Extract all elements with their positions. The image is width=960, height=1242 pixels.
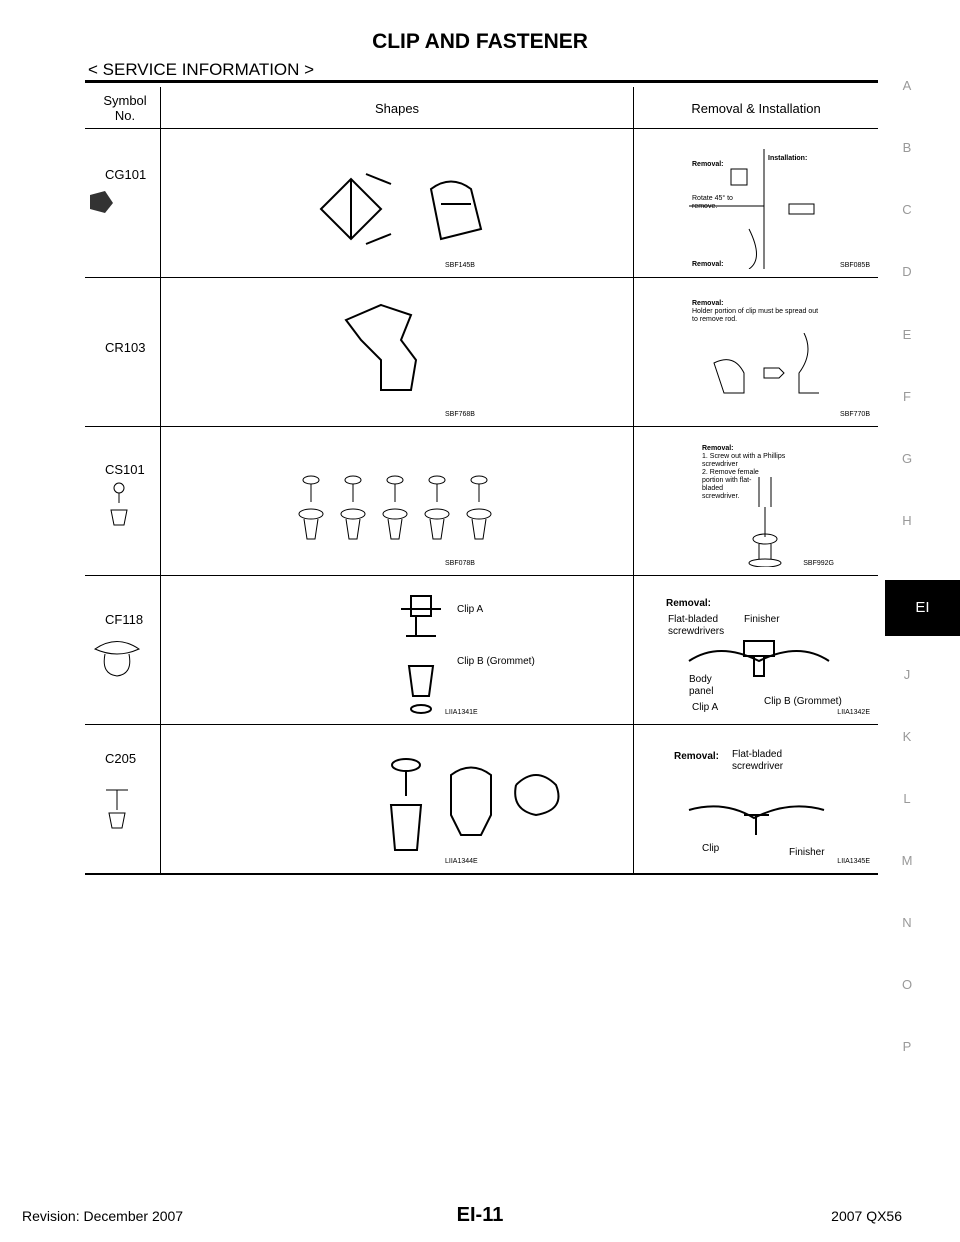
symbol-no: C205 — [105, 751, 137, 766]
index-ei-active[interactable]: EI — [885, 580, 960, 636]
col-shapes: Shapes — [160, 87, 634, 129]
removal-illustration — [713, 333, 819, 394]
index-j[interactable]: J — [903, 667, 911, 682]
table-row: CG101 SBF145B Removal: Installation: Rot… — [85, 128, 878, 278]
figure-code: SBF992G — [803, 560, 834, 567]
removal-illustration — [689, 149, 815, 269]
model-name: 2007 QX56 — [831, 1208, 902, 1224]
figure-code: SBF145B — [445, 262, 475, 269]
index-e[interactable]: E — [902, 327, 912, 342]
table-row: CF118 Clip A Clip B (Grommet) LIIA1341E … — [85, 575, 878, 725]
symbol-no: CS101 — [105, 462, 145, 477]
index-h[interactable]: H — [902, 513, 912, 528]
figure-code: LIIA1341E — [445, 709, 478, 716]
screw-clip-icon — [110, 482, 128, 526]
col-removal: Removal & Installation — [633, 87, 878, 129]
index-l[interactable]: L — [903, 791, 911, 806]
clip-icon — [90, 191, 113, 213]
figure-code: SBF768B — [445, 411, 475, 418]
figure-code: SBF770B — [840, 411, 870, 418]
section-label: < SERVICE INFORMATION > — [88, 60, 315, 79]
revision-date: Revision: December 2007 — [22, 1208, 184, 1224]
clip-illustration — [401, 595, 441, 714]
figure-code: SBF085B — [840, 262, 870, 269]
page-title: CLIP AND FASTENER — [372, 30, 588, 53]
index-o[interactable]: O — [901, 977, 913, 992]
push-rivet-icon — [106, 789, 128, 829]
symbol-no: CF118 — [105, 612, 144, 627]
index-k[interactable]: K — [902, 729, 912, 744]
clip-table: Symbol No. Shapes Removal & Installation… — [85, 87, 878, 875]
index-d[interactable]: D — [902, 264, 912, 279]
index-a[interactable]: A — [902, 78, 912, 93]
index-f[interactable]: F — [903, 389, 911, 404]
header-rule — [85, 80, 878, 83]
clip-illustration — [389, 758, 560, 851]
clip-illustration — [319, 173, 483, 245]
table-row: CS101 SBF078B Removal: 1. Screw out with… — [85, 426, 878, 576]
figure-code: LIIA1345E — [837, 858, 870, 865]
removal-illustration — [688, 805, 825, 835]
figure-code: LIIA1342E — [837, 709, 870, 716]
table-header: Symbol No. Shapes Removal & Installation — [85, 87, 878, 129]
index-n[interactable]: N — [902, 915, 912, 930]
removal-illustration — [748, 477, 782, 567]
symbol-no: CG101 — [105, 167, 147, 182]
page-number: EI-11 — [456, 1204, 504, 1226]
grommet-clip-icon — [93, 641, 141, 677]
figure-code: LIIA1344E — [445, 858, 478, 865]
index-p[interactable]: P — [902, 1039, 912, 1054]
index-c[interactable]: C — [902, 202, 912, 217]
col-symbol: Symbol No. — [85, 87, 161, 129]
removal-illustration — [688, 640, 830, 677]
index-g[interactable]: G — [901, 451, 913, 466]
index-b[interactable]: B — [902, 140, 912, 155]
table-row: CR103 SBF768B Removal: Holder portion of… — [85, 277, 878, 427]
table-row: C205 LIIA1344E Removal: Flat-bladed scre… — [85, 724, 878, 875]
index-m[interactable]: M — [901, 853, 913, 868]
clip-illustration — [344, 303, 418, 391]
clip-illustration — [298, 475, 492, 540]
symbol-no: CR103 — [105, 340, 146, 355]
figure-code: SBF078B — [445, 560, 475, 567]
